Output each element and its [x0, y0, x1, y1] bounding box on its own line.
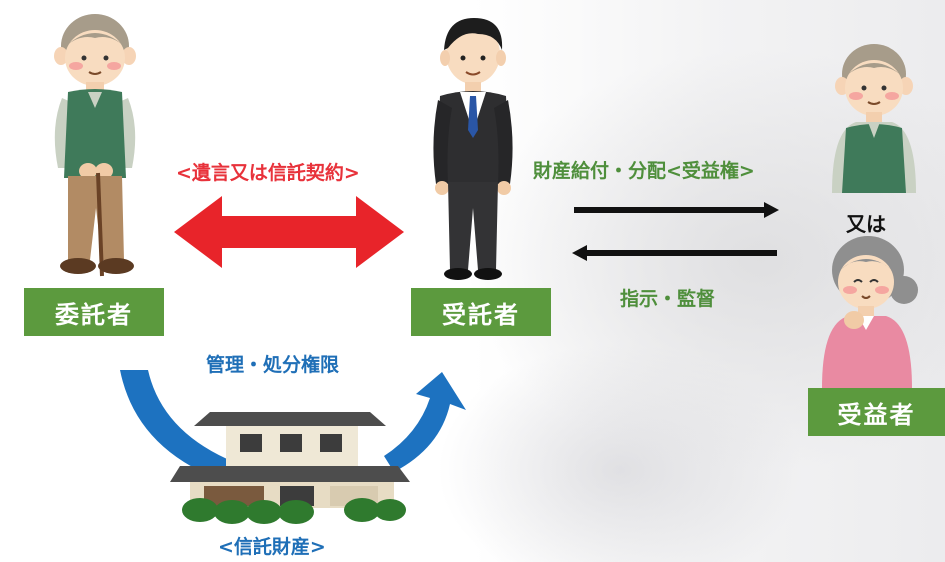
trust-property-text: <信託財産>	[218, 536, 326, 558]
settlor-label: 委託者	[24, 288, 164, 336]
contract-text: <遺言又は信託契約>	[176, 162, 360, 184]
or-text: 又は	[846, 212, 886, 236]
authority-text: 管理・処分権限	[206, 354, 340, 376]
house-icon	[170, 412, 410, 524]
beneficiary-label: 受益者	[808, 388, 945, 436]
left-arrow-icon	[572, 245, 777, 261]
beneficiary-elderly-man-icon	[832, 44, 916, 193]
curved-arrow-down-icon	[120, 370, 234, 482]
instruction-text: 指示・監督	[620, 288, 716, 310]
benefit-text: 財産給付・分配<受益権>	[533, 160, 755, 182]
beneficiary-elderly-woman-icon	[822, 236, 918, 388]
right-arrow-icon	[574, 202, 779, 218]
settlor-elderly-man-icon	[54, 14, 136, 277]
trustee-label: 受託者	[411, 288, 551, 336]
double-arrow-icon	[174, 196, 404, 268]
trustee-businessman-icon	[433, 18, 513, 280]
curved-arrow-up-icon	[384, 372, 466, 472]
